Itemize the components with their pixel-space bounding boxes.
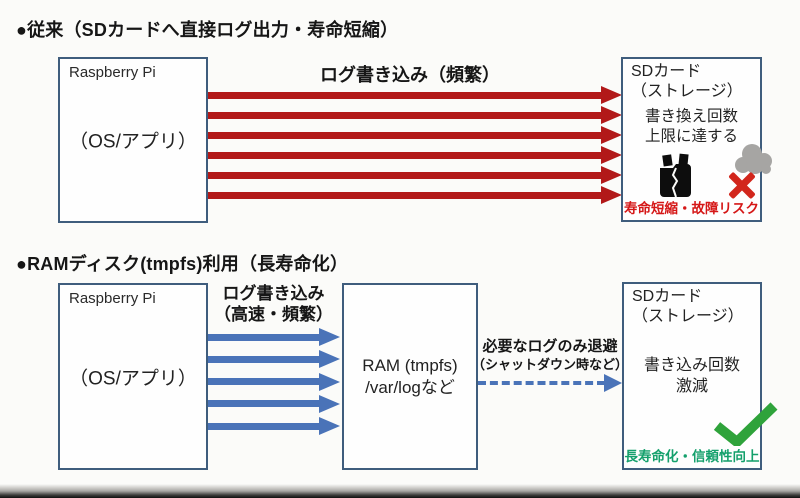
arrow-head: [601, 126, 622, 144]
top-sdcard-risk-caption: 寿命短縮・故障リスク: [624, 201, 759, 216]
arrow-head: [601, 166, 622, 184]
arrow-head: [601, 186, 622, 204]
arrow-head: [319, 372, 340, 391]
arrow-shaft: [208, 91, 601, 99]
log-evacuate-dashed-arrow: [478, 381, 605, 385]
log-write-arrow-red: [208, 86, 622, 104]
arrow-shaft: [208, 171, 601, 179]
smoke-cloud-icon: [735, 144, 772, 174]
blue-arrow-group: [208, 328, 340, 435]
bottom-sdcard-title-line2: （ストレージ）: [632, 308, 744, 326]
log-write-arrow-blue: [208, 350, 340, 369]
log-write-arrow-red: [208, 166, 622, 184]
log-write-arrow-blue: [208, 417, 340, 435]
top-section-title: ●従来（SDカードへ直接ログ出力・寿命短縮）: [16, 20, 399, 40]
top-raspberrypi-body: （OS/アプリ）: [69, 131, 197, 153]
bottom-sdcard-title-line1: SDカード: [632, 288, 703, 305]
top-sdcard-body-line2: 上限に達する: [644, 128, 738, 146]
arrow-shaft: [208, 131, 601, 139]
log-write-arrow-blue: [208, 372, 340, 391]
log-write-arrow-red: [208, 126, 622, 144]
log-write-arrow-red: [208, 146, 622, 164]
arrow-shaft: [208, 400, 319, 408]
arrow-head: [319, 350, 340, 369]
top-sdcard-body-line1: 書き換え回数: [644, 108, 738, 125]
bottom-sdcard-title: SDカード （ストレージ）: [632, 287, 744, 328]
top-sdcard-body: 書き換え回数 上限に達する: [623, 107, 760, 147]
success-check-icon: [713, 402, 778, 446]
bottom-sdcard-box: SDカード （ストレージ） 書き込み回数 激減 長寿命化・信頼性向上: [622, 282, 778, 470]
red-arrow-group: [208, 86, 622, 204]
bottom-sdcard-body-line2: 激減: [675, 377, 708, 395]
bottom-raspberrypi-body: （OS/アプリ）: [69, 368, 197, 389]
arrow-shaft: [208, 378, 319, 385]
log-write-arrow-blue: [208, 394, 340, 413]
arrow-shaft: [208, 191, 601, 199]
arrow-head: [319, 417, 340, 435]
arrow-head: [319, 328, 340, 346]
bottom-sdcard-body: 書き込み回数 激減: [624, 356, 760, 398]
failure-x-icon: [727, 170, 757, 200]
log-write-arrow-blue: [208, 328, 340, 346]
top-raspberrypi-label: Raspberry Pi: [69, 64, 156, 81]
arrow-head: [601, 146, 622, 164]
top-sdcard-title-line2: （ストレージ）: [631, 83, 743, 101]
bottom-sdcard-body-line1: 書き込み回数: [643, 357, 740, 374]
arrow-head: [601, 106, 622, 124]
dashed-arrow-label-line2: （シャットダウン時など）: [471, 356, 628, 372]
bottom-raspberrypi-box: Raspberry Pi （OS/アプリ）: [58, 283, 208, 470]
dashed-arrow-label-line1: 必要なログのみ退避: [482, 338, 618, 355]
blue-arrows-label: ログ書き込み （高速・頻繁）: [207, 283, 340, 325]
arrow-shaft: [208, 333, 319, 341]
arrow-head: [319, 394, 340, 413]
blue-arrows-label-line2: （高速・頻繁）: [214, 305, 333, 325]
ram-tmpfs-body: RAM (tmpfs) /var/logなど: [344, 354, 476, 398]
bottom-section-title: ●RAMディスク(tmpfs)利用（長寿命化）: [16, 254, 349, 274]
video-frame-bottom-bar: [0, 484, 800, 498]
top-arrows-label: ログ書き込み（頻繁）: [320, 65, 500, 85]
bottom-raspberrypi-label: Raspberry Pi: [69, 290, 156, 307]
log-write-arrow-red: [208, 106, 622, 124]
blue-arrows-label-line1: ログ書き込み: [222, 284, 325, 303]
ram-tmpfs-box: RAM (tmpfs) /var/logなど: [342, 283, 478, 470]
arrow-head: [601, 86, 622, 104]
arrow-shaft: [208, 355, 319, 363]
arrow-shaft: [208, 151, 601, 159]
ram-tmpfs-line2: /var/logなど: [365, 377, 455, 397]
top-sdcard-box: SDカード （ストレージ） 書き換え回数 上限に達する: [621, 57, 772, 222]
arrow-shaft: [208, 111, 601, 119]
bottom-sdcard-benefit-caption: 長寿命化・信頼性向上: [624, 449, 760, 464]
top-raspberrypi-box: Raspberry Pi （OS/アプリ）: [58, 57, 208, 223]
log-write-arrow-red: [208, 186, 622, 204]
dashed-arrow-head: [604, 374, 622, 392]
broken-sdcard-icon: [660, 153, 691, 198]
arrow-shaft: [208, 422, 319, 430]
ram-tmpfs-line1: RAM (tmpfs): [362, 355, 458, 375]
dashed-arrow-label: 必要なログのみ退避 （シャットダウン時など）: [466, 337, 634, 373]
top-sdcard-title: SDカード （ストレージ）: [631, 62, 743, 103]
top-sdcard-title-line1: SDカード: [631, 63, 702, 80]
